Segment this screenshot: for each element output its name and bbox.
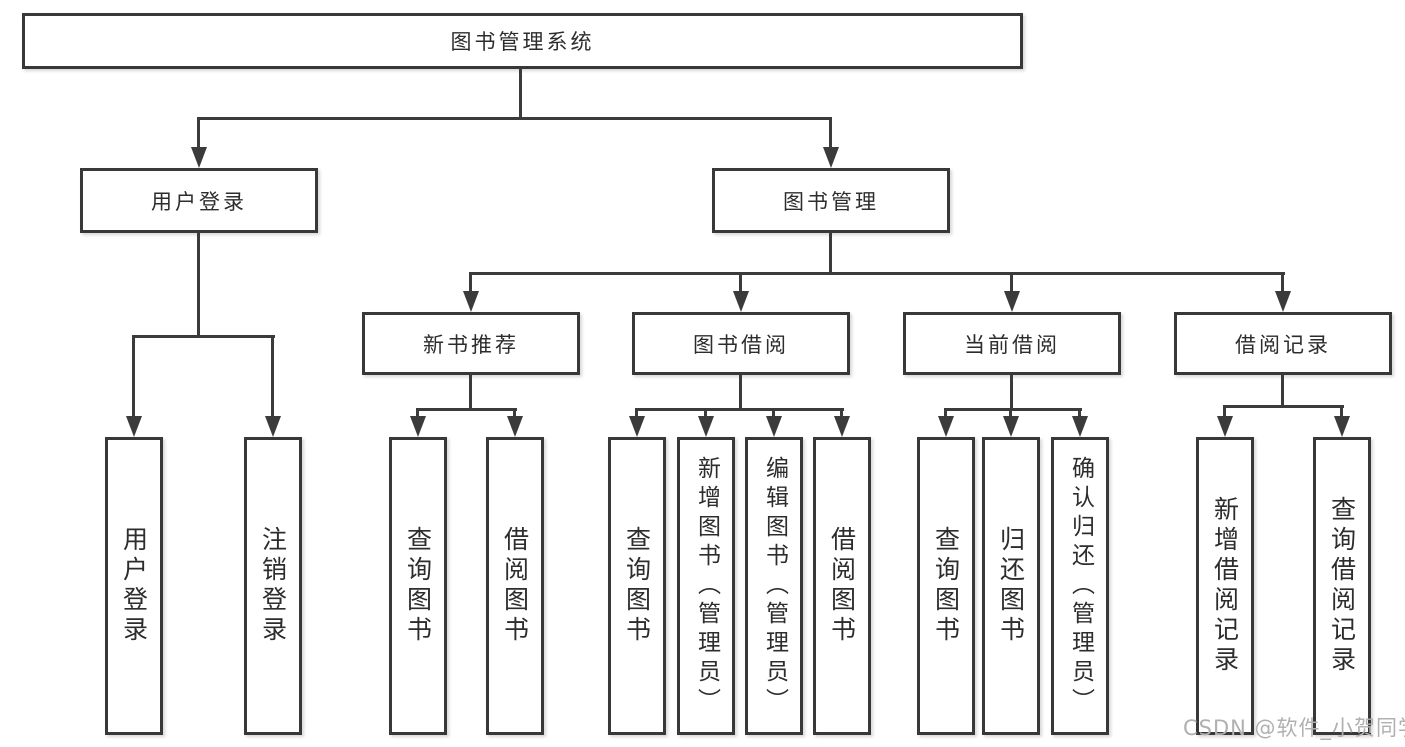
leaf-cb-query-books: 查询图书 bbox=[917, 437, 975, 735]
arrow-down-icon bbox=[698, 416, 714, 437]
leaf-label: 确认归还（管理员） bbox=[1067, 455, 1094, 717]
connector-vline bbox=[829, 117, 832, 149]
connector-hline bbox=[416, 408, 517, 411]
arrow-down-icon bbox=[126, 416, 142, 437]
arrow-down-icon bbox=[629, 416, 645, 437]
leaf-bb-add-books-admin: 新增图书（管理员） bbox=[677, 437, 735, 735]
leaf-label: 编辑图书（管理员） bbox=[761, 455, 788, 717]
connector-vline bbox=[739, 374, 742, 411]
csdn-watermark: CSDN @软件_小贺同学 bbox=[1183, 716, 1405, 740]
connector-vline bbox=[271, 335, 274, 419]
connector-vline bbox=[840, 408, 843, 423]
node-book-management: 图书管理 bbox=[712, 168, 950, 233]
leaf-label: 借阅图书 bbox=[500, 526, 530, 646]
connector-vline bbox=[469, 272, 472, 296]
arrow-down-icon bbox=[938, 416, 954, 437]
arrow-down-icon bbox=[191, 147, 207, 168]
arrow-down-icon bbox=[766, 416, 782, 437]
connector-vline bbox=[519, 68, 522, 120]
connector-vline bbox=[704, 408, 707, 423]
arrow-down-icon bbox=[1217, 416, 1233, 437]
connector-vline bbox=[416, 408, 419, 423]
connector-vline bbox=[772, 408, 775, 423]
connector-vline bbox=[829, 232, 832, 275]
arrow-down-icon bbox=[1003, 416, 1019, 437]
connector-hline bbox=[1223, 405, 1344, 408]
node-new-book-recommend: 新书推荐 bbox=[362, 312, 580, 375]
node-borrow-records: 借阅记录 bbox=[1174, 312, 1392, 375]
leaf-label: 注销登录 bbox=[258, 526, 288, 646]
connector-vline bbox=[132, 335, 135, 419]
connector-vline bbox=[1010, 374, 1013, 411]
leaf-cb-return-books: 归还图书 bbox=[982, 437, 1040, 735]
leaf-label: 查询借阅记录 bbox=[1327, 496, 1357, 676]
leaf-label: 新增借阅记录 bbox=[1210, 496, 1240, 676]
connector-hline bbox=[469, 272, 1285, 275]
connector-vline bbox=[635, 408, 638, 423]
leaf-bb-query-books: 查询图书 bbox=[608, 437, 666, 735]
connector-vline bbox=[1010, 272, 1013, 296]
connector-vline bbox=[197, 232, 200, 338]
connector-hline bbox=[635, 408, 844, 411]
arrow-down-icon bbox=[463, 291, 479, 312]
connector-hline bbox=[944, 408, 1082, 411]
connector-vline bbox=[1223, 405, 1226, 423]
arrow-down-icon bbox=[1004, 291, 1020, 312]
arrow-down-icon bbox=[410, 416, 426, 437]
arrow-down-icon bbox=[1334, 416, 1350, 437]
node-book-borrow: 图书借阅 bbox=[632, 312, 850, 375]
connector-hline bbox=[197, 117, 832, 120]
leaf-cb-confirm-return-admin: 确认归还（管理员） bbox=[1051, 437, 1109, 735]
arrow-down-icon bbox=[823, 147, 839, 168]
node-current-borrow: 当前借阅 bbox=[903, 312, 1121, 375]
arrow-down-icon bbox=[507, 416, 523, 437]
connector-vline bbox=[1009, 408, 1012, 423]
leaf-nb-query-books: 查询图书 bbox=[389, 437, 447, 735]
leaf-bb-borrow-books: 借阅图书 bbox=[813, 437, 871, 735]
leaf-bb-edit-books-admin: 编辑图书（管理员） bbox=[745, 437, 803, 735]
leaf-br-query-record: 查询借阅记录 bbox=[1313, 437, 1371, 735]
connector-vline bbox=[1078, 408, 1081, 423]
leaf-label: 新增图书（管理员） bbox=[693, 455, 720, 717]
leaf-br-add-record: 新增借阅记录 bbox=[1196, 437, 1254, 735]
arrow-down-icon bbox=[1072, 416, 1088, 437]
connector-vline bbox=[1281, 272, 1284, 296]
connector-vline bbox=[197, 117, 200, 149]
arrow-down-icon bbox=[265, 416, 281, 437]
leaf-logout: 注销登录 bbox=[244, 437, 302, 735]
leaf-label: 查询图书 bbox=[403, 526, 433, 646]
connector-vline bbox=[739, 272, 742, 296]
leaf-label: 查询图书 bbox=[931, 526, 961, 646]
node-user-login: 用户登录 bbox=[80, 168, 318, 233]
node-library-management-system: 图书管理系统 bbox=[22, 13, 1023, 69]
arrow-down-icon bbox=[834, 416, 850, 437]
arrow-down-icon bbox=[733, 291, 749, 312]
connector-hline bbox=[132, 335, 275, 338]
arrow-down-icon bbox=[1275, 291, 1291, 312]
leaf-user-login: 用户登录 bbox=[105, 437, 163, 735]
leaf-nb-borrow-books: 借阅图书 bbox=[486, 437, 544, 735]
connector-vline bbox=[1340, 405, 1343, 423]
leaf-label: 归还图书 bbox=[996, 526, 1026, 646]
leaf-label: 借阅图书 bbox=[827, 526, 857, 646]
connector-vline bbox=[469, 374, 472, 411]
connector-vline bbox=[1281, 374, 1284, 408]
connector-vline bbox=[944, 408, 947, 423]
connector-vline bbox=[513, 408, 516, 423]
leaf-label: 用户登录 bbox=[119, 526, 149, 646]
leaf-label: 查询图书 bbox=[622, 526, 652, 646]
